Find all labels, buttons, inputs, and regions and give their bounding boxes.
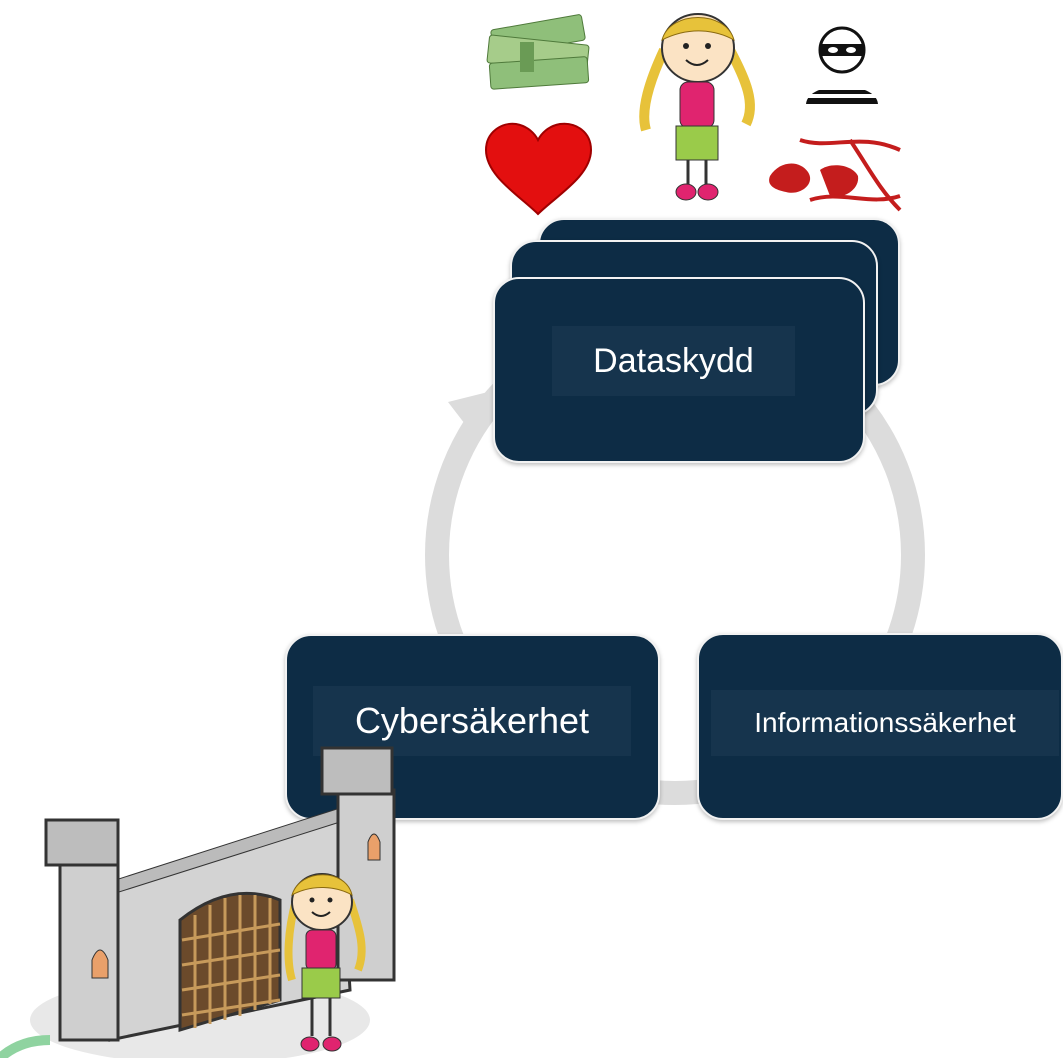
thief-icon <box>806 26 878 104</box>
girl-icon <box>639 13 755 201</box>
world-network-icon <box>755 128 905 214</box>
node-dataskydd-label: Dataskydd <box>552 326 795 396</box>
cycle-arrowhead <box>448 392 488 428</box>
money-icon <box>486 14 590 90</box>
node-informationssakerhet-label: Informationssäkerhet <box>711 690 1059 756</box>
heart-icon <box>484 122 593 216</box>
node-cybersakerhet-label: Cybersäkerhet <box>313 686 631 756</box>
castle-girl-icon <box>284 873 366 1052</box>
